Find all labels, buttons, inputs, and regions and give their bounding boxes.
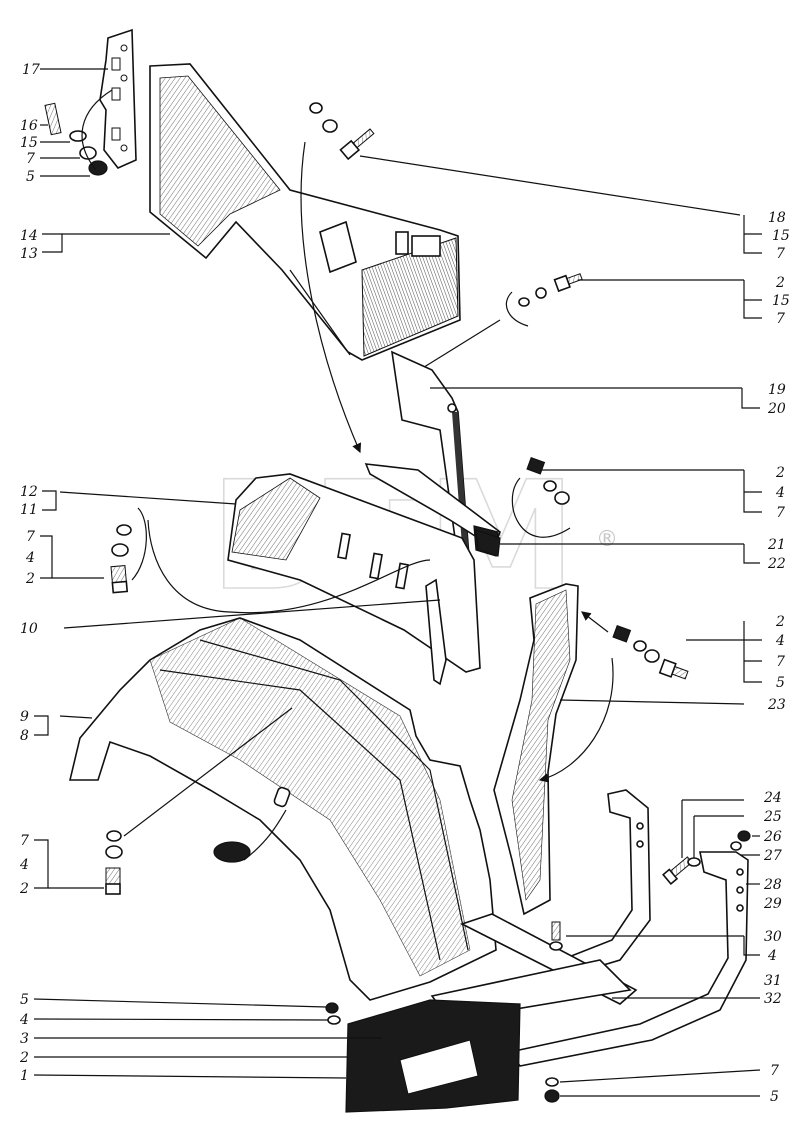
lower-housing: [227, 463, 501, 673]
label-1: 1: [20, 1068, 29, 1084]
label-7t: 7: [776, 654, 785, 670]
right-callouts: 18 15 7 2 15 7 19 20 2 4 7 21 22 2 4 7 5…: [559, 210, 790, 1105]
label-2s: 2: [775, 465, 785, 481]
label-4t: 4: [775, 633, 785, 649]
label-23: 23: [767, 697, 786, 713]
label-4s: 4: [775, 485, 785, 501]
label-7r: 7: [776, 246, 785, 262]
label-12: 12: [20, 484, 38, 500]
label-16: 16: [20, 118, 38, 134]
label-2b: 2: [25, 571, 35, 587]
label-2c: 2: [19, 881, 29, 897]
label-15: 15: [20, 135, 38, 151]
label-2t: 2: [775, 614, 785, 630]
rail-23: [493, 583, 579, 916]
label-15r2: 15: [772, 293, 790, 309]
label-7u: 7: [770, 1063, 779, 1079]
label-13: 13: [20, 246, 38, 262]
label-25: 25: [763, 809, 782, 825]
mud-flap: [345, 999, 521, 1113]
label-4u: 4: [767, 948, 777, 964]
washer-top-2: [322, 119, 338, 133]
wall-bracket: [99, 28, 137, 169]
bolt-18: [339, 128, 375, 161]
left-callouts: 17 16 15 7 5 14 13 12 11 7 4 2 10 9 8 7 …: [19, 62, 382, 1084]
label-4b: 4: [25, 550, 35, 566]
label-32: 32: [764, 991, 782, 1007]
bracket-10: [425, 578, 447, 686]
label-7r2: 7: [776, 311, 785, 327]
registered-mark: ®: [596, 527, 618, 552]
label-2r: 2: [775, 275, 785, 291]
label-20: 20: [767, 401, 786, 417]
label-18: 18: [768, 210, 786, 226]
label-4c: 4: [19, 857, 29, 873]
label-19: 19: [768, 382, 786, 398]
upper-housing: [149, 63, 461, 361]
label-7b: 7: [26, 529, 35, 545]
bolt-16: [44, 102, 62, 136]
label-2d: 2: [19, 1050, 29, 1066]
label-26: 26: [763, 829, 782, 845]
washer-top-1: [309, 102, 323, 114]
label-7c: 7: [20, 833, 29, 849]
label-24: 24: [763, 790, 782, 806]
label-21: 21: [767, 537, 786, 553]
label-10: 10: [20, 621, 38, 637]
label-30: 30: [764, 929, 782, 945]
label-27: 27: [763, 848, 782, 864]
label-11: 11: [20, 502, 38, 518]
label-17: 17: [22, 62, 40, 78]
washer-15: [69, 130, 87, 142]
label-5t: 5: [776, 675, 785, 691]
label-7a: 7: [26, 151, 35, 167]
label-7s: 7: [776, 505, 785, 521]
cap: [213, 841, 251, 863]
label-5a: 5: [26, 169, 35, 185]
label-3: 3: [20, 1031, 29, 1047]
label-9: 9: [20, 709, 29, 725]
label-4d: 4: [19, 1012, 29, 1028]
nut-5: [88, 160, 108, 176]
fender: [68, 617, 497, 1001]
fender-plug: [273, 786, 291, 808]
label-22: 22: [767, 556, 786, 572]
label-29: 29: [763, 896, 782, 912]
label-5d: 5: [20, 992, 29, 1008]
label-31: 31: [764, 973, 782, 989]
pad-21: [475, 529, 501, 557]
label-8: 8: [20, 728, 29, 744]
label-5u: 5: [770, 1089, 779, 1105]
label-28: 28: [763, 877, 782, 893]
label-14: 14: [20, 228, 38, 244]
label-15r: 15: [772, 228, 790, 244]
